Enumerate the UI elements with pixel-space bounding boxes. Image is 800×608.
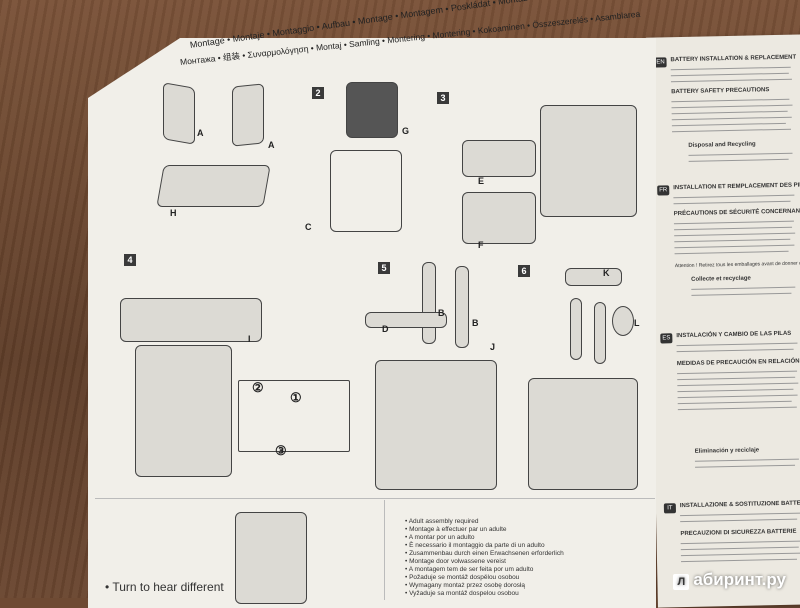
assembly-line: • Montage door volwassene vereist	[405, 558, 506, 565]
heading-battery-install: BATTERY INSTALLATION & REPLACEMENT	[670, 54, 797, 64]
step-number-6: 6	[518, 265, 530, 277]
part-label-c: C	[305, 222, 312, 232]
part-label-d: D	[382, 324, 389, 334]
rear-view-drawing	[235, 512, 307, 604]
heading-installation-piles: INSTALLATION ET REMPLACEMENT DES PILES	[673, 182, 800, 192]
step-number-4: 4	[124, 254, 136, 266]
step-number-5: 5	[378, 262, 390, 274]
side-panel-drawing	[163, 82, 195, 145]
frame-assembly-drawing	[330, 150, 402, 232]
part-label-h: H	[170, 208, 177, 218]
lang-badge-it: IT	[663, 503, 677, 514]
section-divider	[95, 498, 655, 499]
text-attention-emballages: Attention ! Retirez tous les emballages …	[674, 260, 800, 270]
assembly-line: • Montage à effectuer par un adulte	[405, 526, 507, 533]
part-label-b: B	[438, 308, 445, 318]
heading-eliminacion: Eliminación y reciclaje	[694, 447, 760, 455]
side-panel-drawing-2	[232, 83, 264, 147]
labirint-logo-icon: Л	[673, 574, 690, 590]
heading-battery-safety: BATTERY SAFETY PRECAUTIONS	[671, 87, 770, 96]
assembly-line: • Vyžaduje sa montáž dospelou osobou	[405, 590, 519, 597]
heading-medidas-precaucion: MEDIDAS DE PRECAUCIÓN EN RELACIÓN A LAS …	[676, 358, 800, 368]
part-label-l: L	[634, 318, 640, 328]
section-divider-vertical	[384, 500, 385, 600]
step-number-3: 3	[437, 92, 449, 104]
post-drawing-4	[594, 302, 606, 364]
part-label-a: A	[197, 128, 204, 138]
heading-instalacion-pilas: INSTALACIÓN Y CAMBIO DE LAS PILAS	[676, 330, 792, 340]
marker-one: ①	[290, 390, 302, 405]
top-shelf-drawing	[565, 268, 622, 286]
cabinet-drawing	[540, 105, 637, 217]
post-drawing	[422, 262, 436, 344]
adult-assembly-notice: • Adult assembly required • Montage à ef…	[405, 518, 564, 598]
part-label-f: F	[478, 240, 484, 250]
safety-instructions-sheet: EN BATTERY INSTALLATION & REPLACEMENT BA…	[646, 34, 800, 608]
assembly-line: • A montagem tem de ser feita por um adu…	[405, 566, 534, 573]
heading-precauzioni-batterie: PRECAUZIONI DI SICUREZZA BATTERIE	[680, 528, 797, 538]
heading-disposal: Disposal and Recycling	[688, 141, 756, 149]
stove-body-drawing	[135, 345, 232, 477]
base-frame-drawing	[156, 165, 271, 207]
post-drawing-2	[455, 266, 469, 348]
assembly-line: • Adult assembly required	[405, 518, 479, 525]
step-number-2: 2	[312, 87, 324, 99]
marker-three: ③	[275, 443, 287, 458]
heading-installazione-batteria: INSTALLAZIONE & SOSTITUZIONE BATTERIA	[679, 500, 800, 510]
oven-door-lower-drawing	[462, 192, 536, 244]
part-label-b-2: B	[472, 318, 479, 328]
shelf-drawing	[365, 312, 447, 328]
part-label-i: I	[248, 334, 251, 344]
battery-compartment-drawing	[238, 380, 350, 452]
assembly-line: • A montar por un adulto	[405, 534, 475, 541]
part-label-g: G	[402, 126, 410, 136]
assembly-line: • Požaduje se montáž dospělou osobou	[405, 574, 520, 581]
lang-badge-en: EN	[654, 57, 667, 68]
heading-collecte: Collecte et recyclage	[691, 275, 751, 283]
part-label-j: J	[490, 342, 496, 352]
assembly-line: • Wymagany montaż przez osobę dorosłą	[405, 582, 525, 589]
stove-assembled-drawing	[375, 360, 497, 490]
part-label-a-2: A	[268, 140, 275, 150]
part-label-e: E	[478, 176, 485, 186]
heading-precautions-piles: PRÉCAUTIONS DE SÉCURITÉ CONCERNANT LES P…	[673, 208, 800, 218]
lang-badge-es: ES	[660, 333, 673, 344]
watermark-text: абиринт.ру	[693, 570, 786, 589]
oven-door-drawing	[462, 140, 536, 177]
kitchen-assembled-drawing	[528, 378, 638, 490]
marker-two: ②	[252, 380, 264, 395]
assembly-line: • Zusammenbau durch einen Erwachsenen er…	[405, 550, 564, 557]
oven-window-drawing	[346, 82, 398, 138]
clock-drawing	[612, 306, 634, 336]
cooktop-drawing	[120, 298, 262, 342]
turn-instruction: • Turn to hear different	[105, 580, 224, 594]
post-drawing-3	[570, 298, 582, 360]
assembly-line: • È necessario il montaggio da parte di …	[405, 542, 545, 549]
part-label-k: K	[603, 268, 610, 278]
lang-badge-fr: FR	[657, 185, 670, 196]
